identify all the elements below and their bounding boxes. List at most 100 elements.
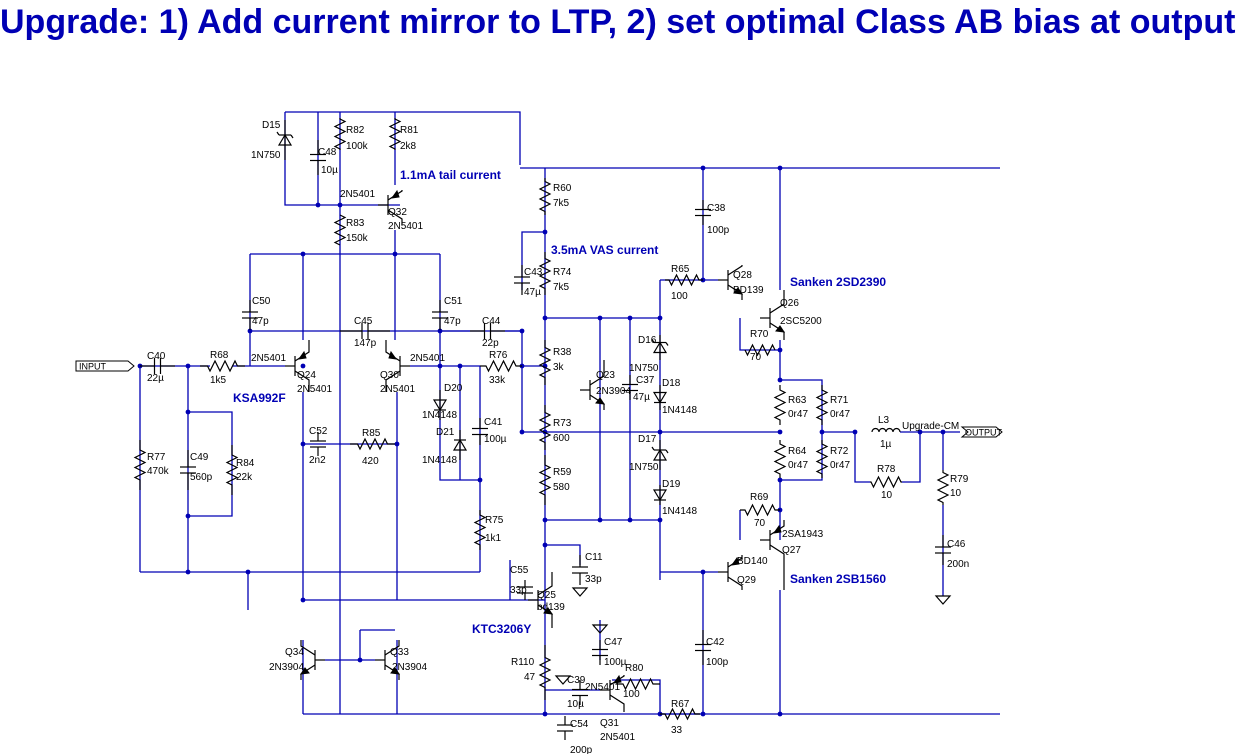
r59-ref-label: R59 xyxy=(553,467,572,478)
c46-value-label: 200n xyxy=(947,559,969,570)
junction-dot xyxy=(777,377,783,383)
d19-diode xyxy=(652,485,668,505)
c46-ref-label: C46 xyxy=(947,539,966,550)
q29-ref-label: Q29 xyxy=(737,575,756,586)
c50-capacitor xyxy=(242,300,258,330)
c47-capacitor xyxy=(592,640,608,665)
c44-capacitor xyxy=(470,323,505,339)
r63-value-label: 0r47 xyxy=(788,409,808,420)
c50-value-label: 47p xyxy=(252,316,269,327)
r73-resistor xyxy=(538,405,552,450)
c52-value-label: 2n2 xyxy=(309,455,326,466)
r63-resistor xyxy=(773,385,787,425)
c40-capacitor xyxy=(140,358,175,374)
c42-capacitor xyxy=(695,630,711,665)
junction-dot xyxy=(657,315,663,321)
junction-dot xyxy=(185,409,191,415)
r60-resistor xyxy=(538,178,552,215)
l3-inductor xyxy=(871,427,901,433)
q33-ref-label: Q33 xyxy=(390,647,409,658)
c44-value-label: 22p xyxy=(482,338,499,349)
q25-ref-label: Q25 xyxy=(537,590,556,601)
r77-resistor xyxy=(133,440,147,490)
c55-ref-label: C55 xyxy=(510,565,529,576)
c41-ref-label: C41 xyxy=(484,417,503,428)
r65-value-label: 100 xyxy=(671,291,688,302)
c52-ref-label: C52 xyxy=(309,426,328,437)
junction-dot xyxy=(700,711,706,717)
d18-value-label: 1N4148 xyxy=(662,405,697,416)
r80-ref-label: R80 xyxy=(625,663,644,674)
r65-ref-label: R65 xyxy=(671,264,690,275)
junction-dot xyxy=(185,513,191,519)
r60-ref-label: R60 xyxy=(553,183,572,194)
q32-type-label: 2N5401 xyxy=(340,189,375,200)
r77-value-label: 470k xyxy=(147,466,170,477)
q32-value-label: 2N5401 xyxy=(388,221,423,232)
note-vas-current: 3.5mA VAS current xyxy=(551,243,658,257)
r64-value-label: 0r47 xyxy=(788,460,808,471)
d15-ref-label: D15 xyxy=(262,120,281,131)
r72-resistor xyxy=(815,440,829,478)
q25-value-label: bd139 xyxy=(537,602,565,613)
q30-value-label: 2N5401 xyxy=(380,384,415,395)
junction-dot xyxy=(777,165,783,171)
r59-resistor xyxy=(538,455,552,505)
l3-value-label: 1µ xyxy=(880,439,892,450)
q23-value-label: 2N3904 xyxy=(596,386,631,397)
junction-dot xyxy=(700,165,706,171)
junction-dot xyxy=(657,429,663,435)
r64-resistor xyxy=(773,440,787,478)
q31-value-label: 2N5401 xyxy=(600,732,635,743)
r71-value-label: 0r47 xyxy=(830,409,850,420)
r59-value-label: 580 xyxy=(553,482,570,493)
r80-value-label: 100 xyxy=(623,689,640,700)
d21-diode xyxy=(452,430,468,460)
r67-resistor xyxy=(660,707,700,721)
r76-value-label: 33k xyxy=(489,375,506,386)
junction-dot xyxy=(519,429,525,435)
ground-symbol xyxy=(571,587,589,597)
q24-ref-label: Q24 xyxy=(297,370,316,381)
junction-dot xyxy=(777,347,783,353)
c42-ref-label: C42 xyxy=(706,637,725,648)
junction-dot xyxy=(394,441,400,447)
c38-value-label: 100p xyxy=(707,225,730,236)
d17-value-label: 1N750 xyxy=(629,462,659,473)
q24-type-label: 2N5401 xyxy=(251,353,286,364)
junction-dot xyxy=(597,315,603,321)
d16-ref-label: D16 xyxy=(638,335,657,346)
junction-dot xyxy=(777,429,783,435)
q31-transistor xyxy=(600,674,625,712)
r69-resistor xyxy=(740,503,780,517)
c51-ref-label: C51 xyxy=(444,296,463,307)
q23-transistor xyxy=(580,360,606,410)
d16-value-label: 1N750 xyxy=(629,363,659,374)
c43-capacitor xyxy=(514,265,530,295)
c54-ref-label: C54 xyxy=(570,719,589,730)
r79-ref-label: R79 xyxy=(950,474,969,485)
q30-transistor xyxy=(385,340,410,392)
q27-transistor xyxy=(760,520,785,590)
c44-ref-label: C44 xyxy=(482,316,501,327)
q26-ref-label: Q26 xyxy=(780,298,799,309)
c39-ref-label: C39 xyxy=(567,675,586,686)
c51-value-label: 47p xyxy=(444,316,461,327)
c49-ref-label: C49 xyxy=(190,452,209,463)
r78-ref-label: R78 xyxy=(877,464,896,475)
c48-ref-label: C48 xyxy=(318,147,337,158)
r83-value-label: 150k xyxy=(346,233,369,244)
junction-dot xyxy=(542,517,548,523)
q26-transistor xyxy=(760,290,786,340)
c11-value-label: 33p xyxy=(585,574,602,585)
r73-value-label: 600 xyxy=(553,433,570,444)
c54-value-label: 200p xyxy=(570,745,593,754)
junction-dot xyxy=(337,202,343,208)
input-port-text: INPUT xyxy=(79,362,107,372)
r84-resistor xyxy=(225,445,239,495)
junction-dot xyxy=(437,363,443,369)
r81-resistor xyxy=(388,118,402,150)
c51-capacitor xyxy=(432,300,448,330)
r84-value-label: 22k xyxy=(236,472,253,483)
